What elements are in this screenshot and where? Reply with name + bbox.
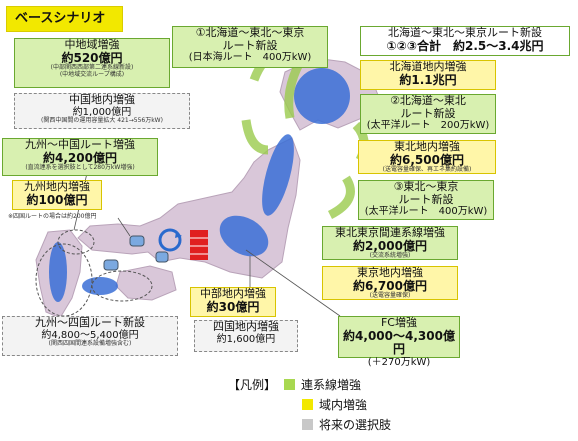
box-shikoku-area: 四国地内増強 約1,600億円 — [194, 320, 298, 352]
corridor-hokkaido — [294, 68, 350, 124]
box-shikoku-area-label: 四国地内増強 — [213, 320, 279, 333]
corridor-tokyo — [219, 215, 269, 257]
box-chugoku-area-note: (関西中国間の運用容量拡大 421→556万kW) — [41, 117, 163, 125]
box-kyushu-shikoku-label: 九州～四国ルート新設 — [35, 316, 145, 329]
legend-label-intra: 域内増強 — [319, 397, 368, 412]
box-tohoku-area-label: 東北地内増強 — [394, 140, 460, 153]
box-chubu-area-label: 中地域増強 — [64, 38, 120, 51]
option-ring-shikoku — [91, 270, 153, 302]
box-kyushu-chugoku-cost: 約4,200億円 — [43, 150, 117, 165]
box-shikoku-area-cost: 約1,600億円 — [216, 333, 276, 345]
arrow-route2 — [327, 175, 355, 220]
corridor-kyushu-shikoku — [82, 277, 118, 295]
box-route3-sub: ルート新設 — [398, 192, 454, 206]
box-chubu-area-note2: (中地域交流ループ構成) — [59, 71, 125, 79]
box-kyushu-shikoku: 九州～四国ルート新設 約4,800～5,400億円 (関西四国間連系設備増強含む… — [2, 316, 178, 356]
legend-row-intra: 域内増強 — [228, 394, 391, 414]
box-fc-label: FC増強 — [380, 316, 417, 329]
box-fc: FC増強 約4,000～4,300億円 (＋270万kW) — [338, 316, 460, 368]
box-total: 北海道～東北～東京ルート新設 ①②③合計 約2.5～3.4兆円 — [360, 26, 570, 56]
box-chubu-area-cost: 約520億円 — [61, 50, 123, 65]
box-route1-label: ①北海道～東北～東京 — [195, 26, 305, 39]
box-route3-spec: (太平洋ルート 400万kW) — [364, 206, 488, 218]
kyushu-area-footnote: ※四国ルートの場合は約200億円 — [8, 213, 97, 220]
corridor-kyushu — [49, 242, 67, 302]
legend-swatch-gray — [302, 418, 313, 430]
scenario-title: ベースシナリオ — [6, 6, 123, 32]
converter-b — [103, 259, 119, 271]
box-kyushu-chugoku-label: 九州～中国ルート増強 — [25, 138, 135, 151]
legend-row-interconnection: 【凡例】 連系線増強 — [228, 374, 391, 394]
box-chubu-area-note1: (中部関西西部第二連系線新設) — [50, 64, 134, 72]
box-kyushu-shikoku-cost: 約4,800～5,400億円 — [41, 329, 139, 341]
box-kyushu-chugoku-note: (直流連系を選択肢として280万kW増強) — [25, 164, 135, 172]
box-kyushu-shikoku-note: (関西四国間連系設備増強含む) — [48, 340, 132, 348]
box-tokyo-area-label: 東京地内増強 — [357, 266, 423, 279]
box-route3-label: ③東北～東京 — [393, 180, 459, 193]
legend-label-interconnection: 連系線増強 — [301, 377, 362, 392]
box-tokyo-area-cost: 約6,700億円 — [353, 278, 427, 293]
legend: 【凡例】 連系線増強 域内増強 将来の選択肢 — [228, 374, 391, 434]
box-tohoku-tokyo-cost: 約2,000億円 — [353, 238, 427, 253]
box-chubu-area: 中地域増強 約520億円 (中部関西西部第二連系線新設) (中地域交流ループ構成… — [14, 38, 170, 88]
legend-swatch-green — [284, 378, 296, 390]
shikoku-island — [115, 265, 177, 301]
box-tohoku-area-cost: 約6,500億円 — [390, 152, 464, 167]
box-fc-spec: (＋270万kW) — [367, 357, 431, 369]
box-kyushu-chugoku: 九州～中国ルート増強 約4,200億円 (直流連系を選択肢として280万kW増強… — [2, 138, 158, 176]
box-route1-spec: (日本海ルート 400万kW) — [188, 52, 312, 64]
box-tohoku-tokyo-note: (交流系統増強) — [369, 252, 411, 260]
box-tohoku-area-note: (送電容量確保、再エネ集約設備) — [382, 166, 472, 174]
box-chugoku-area: 中国地内増強 約1,000億円 (関西中国間の運用容量拡大 421→556万kW… — [14, 93, 190, 129]
box-total-cost: ①②③合計 約2.5～3.4兆円 — [386, 38, 544, 53]
box-kyushu-area-label: 九州地内増強 — [24, 180, 90, 193]
arrow-route1 — [241, 119, 269, 155]
box-tohoku-tokyo-label: 東北東京間連系線増強 — [335, 226, 445, 239]
box-route1: ①北海道～東北～東京 ルート新設 (日本海ルート 400万kW) — [172, 26, 328, 68]
legend-row-future: 将来の選択肢 — [228, 414, 391, 434]
box-route2-label: ②北海道～東北 — [390, 94, 466, 107]
box-kyushu-area: 九州地内増強 約100億円 — [12, 180, 102, 210]
box-route1-sub: ルート新設 — [222, 38, 278, 52]
box-chubu-inner-label: 中部地内増強 — [200, 287, 266, 300]
box-tokyo-area: 東京地内増強 約6,700億円 (送電容量確保) — [322, 266, 458, 300]
box-fc-cost: 約4,000～4,300億円 — [343, 328, 455, 357]
legend-swatch-yellow — [302, 398, 313, 410]
box-hokkaido-area-cost: 約1.1兆円 — [399, 72, 457, 87]
legend-label-future: 将来の選択肢 — [319, 417, 392, 432]
box-chugoku-area-cost: 約1,000億円 — [72, 106, 132, 118]
box-route2-sub: ルート新設 — [400, 106, 456, 120]
box-chugoku-area-label: 中国地内増強 — [69, 93, 135, 106]
box-hokkaido-area: 北海道地内増強 約1.1兆円 — [360, 60, 496, 90]
box-total-label: 北海道～東北～東京ルート新設 — [388, 26, 542, 39]
box-tohoku-area: 東北地内増強 約6,500億円 (送電容量確保、再エネ集約設備) — [358, 140, 496, 174]
fc-block-1 — [190, 230, 208, 260]
box-kyushu-area-cost: 約100億円 — [26, 192, 88, 207]
box-route2-spec: (太平洋ルート 200万kW) — [366, 120, 490, 132]
box-chubu-inner-cost: 約30億円 — [206, 299, 260, 314]
box-tohoku-tokyo: 東北東京間連系線増強 約2,000億円 (交流系統増強) — [322, 226, 458, 260]
box-route2: ②北海道～東北 ルート新設 (太平洋ルート 200万kW) — [360, 94, 496, 134]
loop-circle — [158, 228, 182, 252]
converter-c — [155, 251, 169, 263]
legend-header: 【凡例】 — [228, 377, 277, 392]
box-chubu-inner: 中部地内増強 約30億円 — [190, 287, 276, 317]
corridor-tohoku — [262, 134, 294, 216]
box-hokkaido-area-label: 北海道地内増強 — [389, 60, 467, 73]
box-tokyo-area-note: (送電容量確保) — [369, 292, 411, 300]
option-ring-chugoku — [57, 229, 95, 255]
converter-a — [129, 235, 145, 247]
box-route3: ③東北～東京 ルート新設 (太平洋ルート 400万kW) — [358, 180, 494, 220]
